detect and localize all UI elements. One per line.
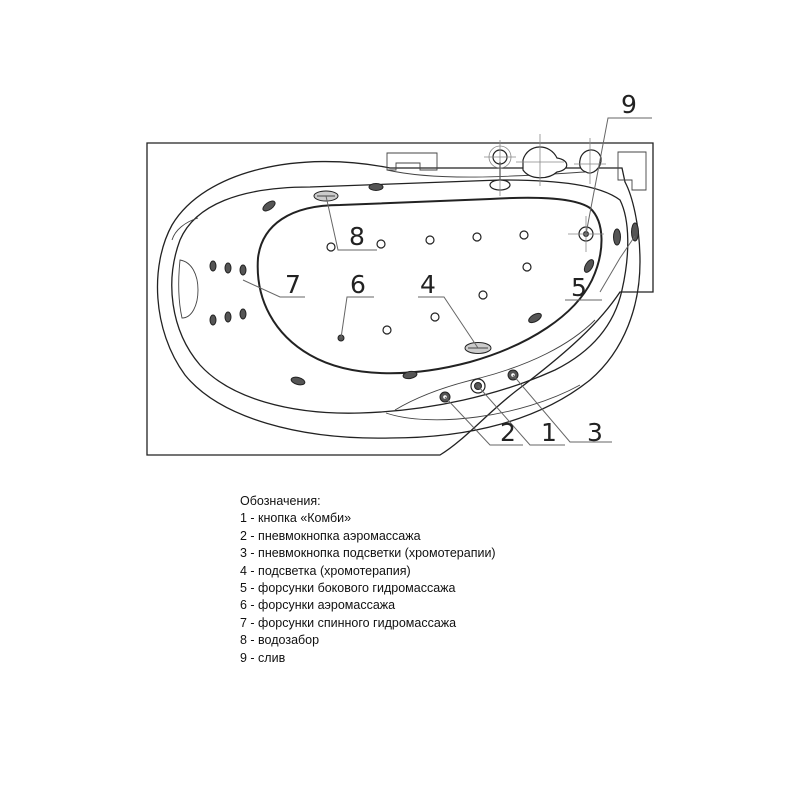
back-hydro-jets xyxy=(209,260,247,326)
tub-outer-contour xyxy=(146,142,654,456)
legend-item: 5 - форсунки бокового гидромассажа xyxy=(240,581,456,596)
legend: Обозначения: 1 - кнопка «Комби» 2 - пнев… xyxy=(240,493,496,667)
callout-leaders xyxy=(242,117,652,446)
deck-edge-line xyxy=(386,169,586,178)
tub-seat-line xyxy=(394,319,596,411)
legend-item: 6 - форсунки аэромассажа xyxy=(240,598,396,613)
legend-item: 4 - подсветка (хромотерапия) xyxy=(240,563,411,578)
control-knob xyxy=(574,138,606,184)
callout-5: 5 xyxy=(571,273,587,302)
headrest-line xyxy=(171,217,199,241)
legend-title: Обозначения: xyxy=(240,494,321,508)
callout-9: 9 xyxy=(621,90,637,119)
callout-2: 2 xyxy=(500,418,516,447)
legend-item: 8 - водозабор xyxy=(240,633,320,648)
callout-4: 4 xyxy=(420,270,436,299)
callout-8: 8 xyxy=(349,222,365,251)
rim-hydro-jets xyxy=(262,183,639,386)
deck-corner-block xyxy=(617,151,647,191)
callout-3: 3 xyxy=(587,418,603,447)
deck-overflow-slot xyxy=(386,152,438,171)
callout-7: 7 xyxy=(285,270,301,299)
legend-item: 3 - пневмокнопка подсветки (хромотерапии… xyxy=(240,546,496,561)
legend-item: 9 - слив xyxy=(240,650,286,665)
tub-deck-rim xyxy=(156,160,641,439)
mixer-handle xyxy=(516,134,568,186)
faucet-fitting xyxy=(484,140,516,196)
legend-item: 1 - кнопка «Комби» xyxy=(240,511,352,526)
tub-inner-wall xyxy=(171,179,629,414)
legend-item: 7 - форсунки спинного гидромассажа xyxy=(240,615,457,630)
tub-seat-line-2 xyxy=(385,384,581,421)
callout-6: 6 xyxy=(350,270,366,299)
tub-bowl-floor xyxy=(256,196,603,375)
legend-item: 2 - пневмокнопка аэромассажа xyxy=(240,528,421,543)
headrest xyxy=(178,259,199,319)
bathtub-diagram: 9 8 7 6 4 5 2 1 3 xyxy=(146,90,654,456)
callout-1: 1 xyxy=(541,418,557,447)
